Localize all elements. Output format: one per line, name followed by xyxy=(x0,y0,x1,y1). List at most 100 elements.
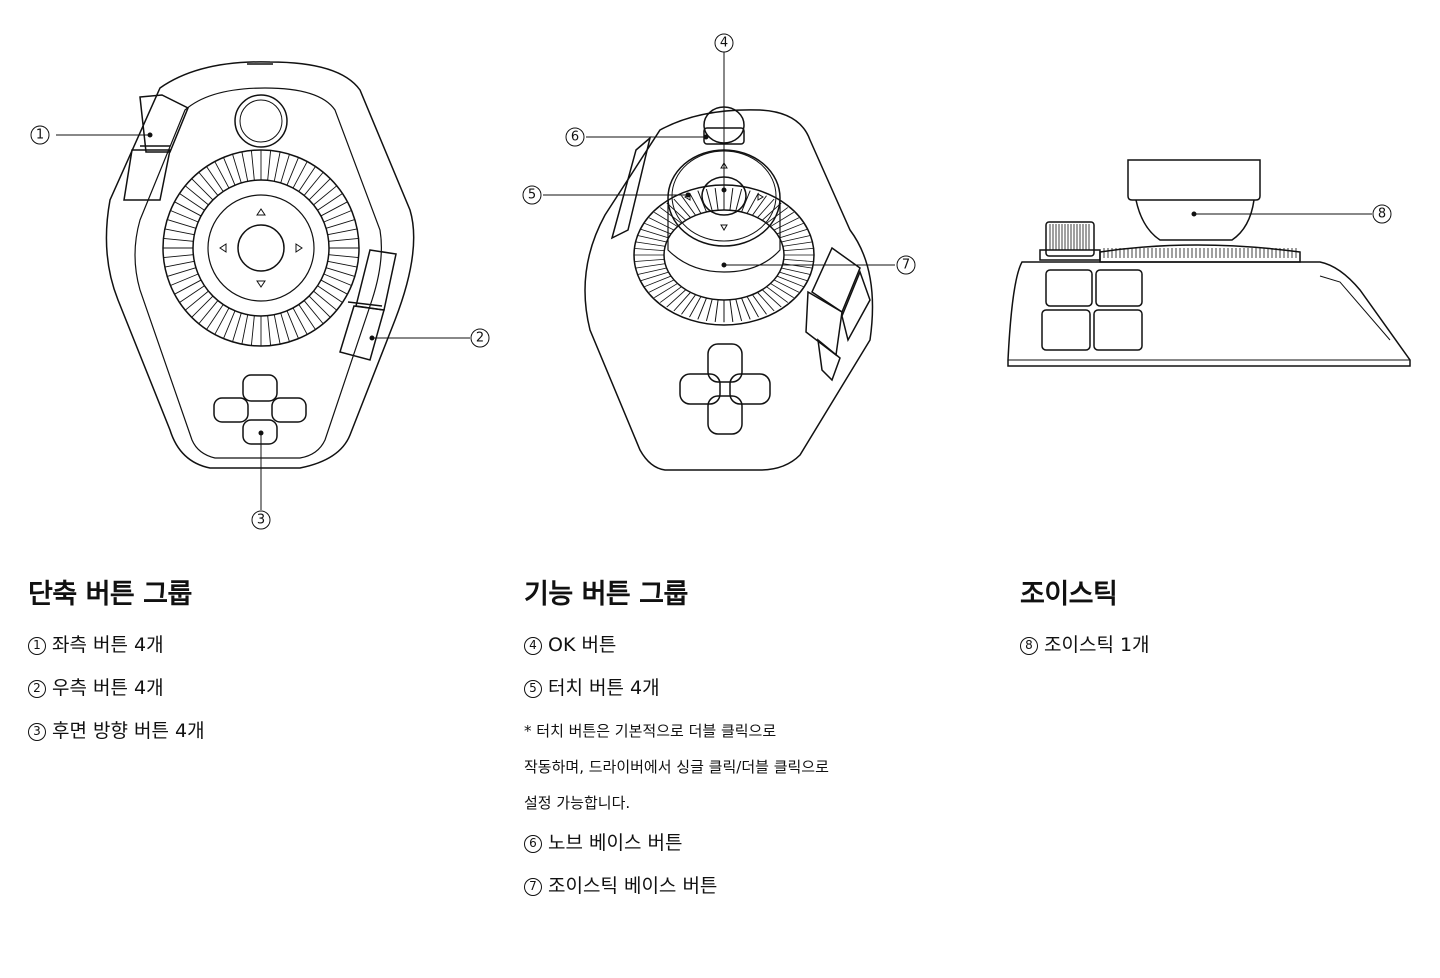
ring-tick xyxy=(637,267,667,275)
ring-tick xyxy=(714,299,719,322)
callout-2-label: 2 xyxy=(476,331,484,346)
ring-tick xyxy=(303,171,324,196)
device-top-view xyxy=(105,61,415,469)
ring-tick xyxy=(273,151,281,182)
ring-tick xyxy=(328,237,359,242)
ring-tick xyxy=(164,260,195,268)
ring-tick xyxy=(280,154,290,184)
item-text: 터치 버튼 4개 xyxy=(548,677,660,699)
ring-tick xyxy=(729,188,734,211)
ring-tick xyxy=(191,295,214,318)
note-line: * 터치 버튼은 기본적으로 더블 클릭으로 xyxy=(524,722,777,740)
group-title: 단축 버튼 그룹 xyxy=(28,579,192,610)
ring-tick xyxy=(286,157,299,186)
list-item: 5 터치 버튼 4개 xyxy=(524,676,829,701)
ring-tick xyxy=(320,279,348,295)
item-number: 7 xyxy=(524,877,542,896)
ring-tick xyxy=(714,188,719,211)
ring-tick xyxy=(292,307,308,335)
ring-tick xyxy=(323,210,352,223)
item-text: 후면 방향 버튼 4개 xyxy=(52,720,205,742)
ring-tick xyxy=(273,314,281,345)
item-text: 조이스틱 베이스 버튼 xyxy=(548,875,718,897)
ring-tick xyxy=(250,150,255,181)
ring-tick xyxy=(777,222,804,235)
ring-tick xyxy=(784,259,814,262)
ring-tick xyxy=(298,304,316,330)
ring-tick xyxy=(705,188,713,211)
ring-tick xyxy=(752,195,767,216)
ring-tick xyxy=(317,285,343,303)
ring-tick xyxy=(784,248,814,251)
ring-tick xyxy=(164,228,195,236)
ring-tick xyxy=(327,260,358,268)
ring-tick xyxy=(648,217,674,231)
ring-tick xyxy=(640,271,669,282)
ring-tick xyxy=(640,228,669,239)
list-item: 1 좌측 버튼 4개 xyxy=(28,633,205,658)
ring-tick xyxy=(232,154,242,184)
list-item: 8 조이스틱 1개 xyxy=(1020,633,1150,658)
ring-tick xyxy=(689,296,702,318)
ring-tick xyxy=(184,185,209,206)
ring-tick xyxy=(308,178,331,201)
ring-tick xyxy=(313,290,338,311)
ring-tick xyxy=(198,171,219,196)
touch-button-note: * 터치 버튼은 기본적으로 더블 클릭으로 작동하며, 드라이버에서 싱글 클… xyxy=(524,713,829,821)
ring-tick xyxy=(635,241,665,247)
ring-tick xyxy=(648,279,674,293)
list-item: 4 OK 버튼 xyxy=(524,633,829,658)
ring-tick xyxy=(223,157,236,186)
ring-tick xyxy=(666,289,687,308)
joystick-group: 조이스틱 8 조이스틱 1개 xyxy=(1020,572,1150,676)
ring-tick xyxy=(184,290,209,311)
ring-tick xyxy=(317,193,343,211)
ring-tick xyxy=(267,150,272,181)
ring-tick xyxy=(191,178,214,201)
ring-tick xyxy=(170,273,199,286)
callout-2 xyxy=(369,328,490,348)
ring-tick xyxy=(774,279,800,293)
ring-tick xyxy=(781,235,811,243)
ring-tick xyxy=(179,193,205,211)
item-number: 4 xyxy=(524,636,542,655)
ring-tick xyxy=(328,254,359,259)
ring-tick xyxy=(280,312,290,342)
ring-tick xyxy=(673,292,691,312)
ring-tick xyxy=(634,248,664,251)
ring-tick xyxy=(325,267,355,277)
ring-tick xyxy=(644,222,671,235)
ring-tick xyxy=(779,228,808,239)
ring-tick xyxy=(320,201,348,217)
device-illustration: 1 2 3 xyxy=(30,33,1411,530)
ring-tick xyxy=(746,192,759,214)
ring-tick xyxy=(766,286,789,303)
ring-tick xyxy=(705,299,713,322)
item-text: OK 버튼 xyxy=(548,634,617,656)
ring-tick xyxy=(653,212,678,227)
ring-tick xyxy=(223,310,236,339)
ring-tick xyxy=(298,166,316,192)
ring-tick xyxy=(163,237,194,242)
callout-7 xyxy=(721,255,916,275)
ring-tick xyxy=(303,300,324,325)
callout-1 xyxy=(30,125,153,145)
ring-tick xyxy=(666,202,687,221)
ring-tick xyxy=(167,219,197,229)
ring-tick xyxy=(241,314,249,345)
list-item: 3 후면 방향 버튼 4개 xyxy=(28,719,205,744)
ring-tick xyxy=(267,315,272,346)
callout-1-label: 1 xyxy=(36,128,44,143)
note-line: 작동하며, 드라이버에서 싱글 클릭/더블 클릭으로 xyxy=(524,758,829,776)
ring-tick xyxy=(179,285,205,303)
ring-tick xyxy=(286,310,299,339)
ring-tick xyxy=(770,212,795,227)
ring-tick xyxy=(163,254,194,259)
ring-tick xyxy=(681,294,696,315)
ring-tick xyxy=(241,151,249,182)
ring-tick xyxy=(783,263,813,269)
ring-tick xyxy=(637,235,667,243)
callout-6-label: 6 xyxy=(571,130,579,145)
ring-tick xyxy=(198,300,219,325)
ring-tick xyxy=(697,298,707,320)
